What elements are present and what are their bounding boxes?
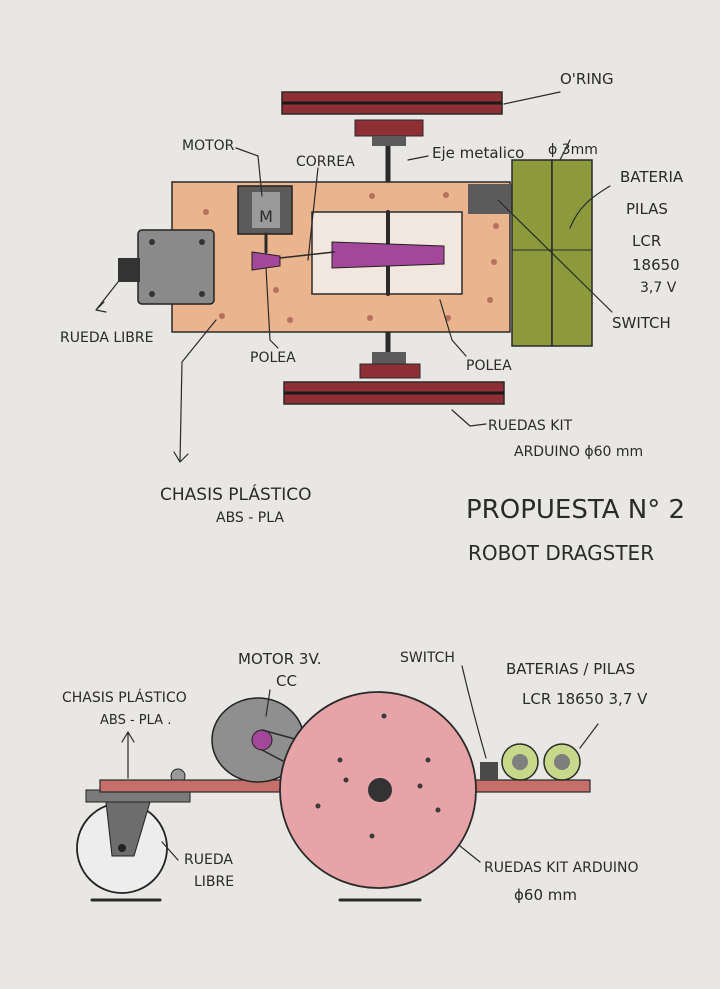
label-switch-side: SWITCH (400, 650, 455, 666)
switch-wire (497, 199, 613, 313)
label-libre-side: LIBRE (194, 874, 234, 890)
label-lcr-side: LCR 18650 3,7 V (522, 690, 648, 708)
battery-cell-1 (511, 159, 553, 347)
label-ruedas-kit-side: RUEDAS KIT ARDUINO (484, 860, 639, 876)
drive-hub (368, 778, 392, 802)
label-eje-diam: ϕ 3mm (548, 142, 598, 158)
belt (279, 251, 335, 259)
axle-pulley (331, 241, 445, 269)
title-robot: ROBOT DRAGSTER (468, 541, 654, 565)
switch-side (480, 762, 498, 780)
motor-mark: M (259, 207, 273, 226)
side-view: MOTOR 3V. CC SWITCH BATERIAS / PILAS LCR… (62, 650, 648, 904)
top-leaders (95, 91, 611, 463)
label-eje: Eje metalico (432, 144, 524, 162)
motor-pulley (251, 251, 281, 271)
motor-face (252, 192, 280, 228)
label-chasis-side: CHASIS PLÁSTICO (62, 689, 187, 706)
free-wheel-fork (105, 801, 151, 857)
label-ruedas-kit-diam-top: ARDUINO ϕ60 mm (514, 444, 643, 460)
label-lcr: LCR (632, 232, 661, 250)
title-propuesta: PROPUESTA N° 2 (466, 495, 685, 525)
bottom-hub (359, 363, 421, 379)
label-voltage: 3,7 V (640, 280, 677, 296)
label-rueda-side: RUEDA (184, 852, 233, 868)
battery-cell-2 (551, 159, 593, 347)
free-wheel-caster (118, 258, 140, 282)
label-ruedas-kit-diam-side: ϕ60 mm (514, 886, 577, 904)
label-chasis-top: CHASIS PLÁSTICO (160, 483, 311, 505)
title-block: PROPUESTA N° 2 ROBOT DRAGSTER (466, 495, 685, 565)
label-motor-side: MOTOR 3V. (238, 650, 322, 668)
label-chasis-material-top: ABS - PLA (216, 510, 284, 526)
label-polea-left: POLEA (250, 350, 296, 366)
top-hub (354, 119, 424, 137)
label-polea-right: POLEA (466, 358, 512, 374)
top-hub-collar (372, 136, 406, 146)
label-bateria: BATERIA (620, 168, 684, 186)
motor-pulley-side (251, 729, 273, 751)
label-chasis-material-side: ABS - PLA . (100, 713, 171, 728)
label-correa: CORREA (296, 154, 355, 170)
label-switch-top: SWITCH (612, 314, 671, 332)
label-motor-cc: CC (276, 672, 297, 690)
label-rueda-libre-top: RUEDA LIBRE (60, 330, 154, 346)
label-oring: O'RING (560, 70, 614, 88)
label-pilas: PILAS (626, 200, 668, 218)
top-view: M (60, 70, 684, 526)
label-motor: MOTOR (182, 138, 235, 154)
label-18650: 18650 (632, 256, 680, 274)
bottom-hub-collar (372, 352, 406, 366)
label-baterias-side: BATERIAS / PILAS (506, 660, 635, 678)
label-ruedas-kit-top: RUEDAS KIT (488, 418, 573, 434)
side-leaders (121, 665, 599, 863)
switch-block (468, 184, 512, 214)
